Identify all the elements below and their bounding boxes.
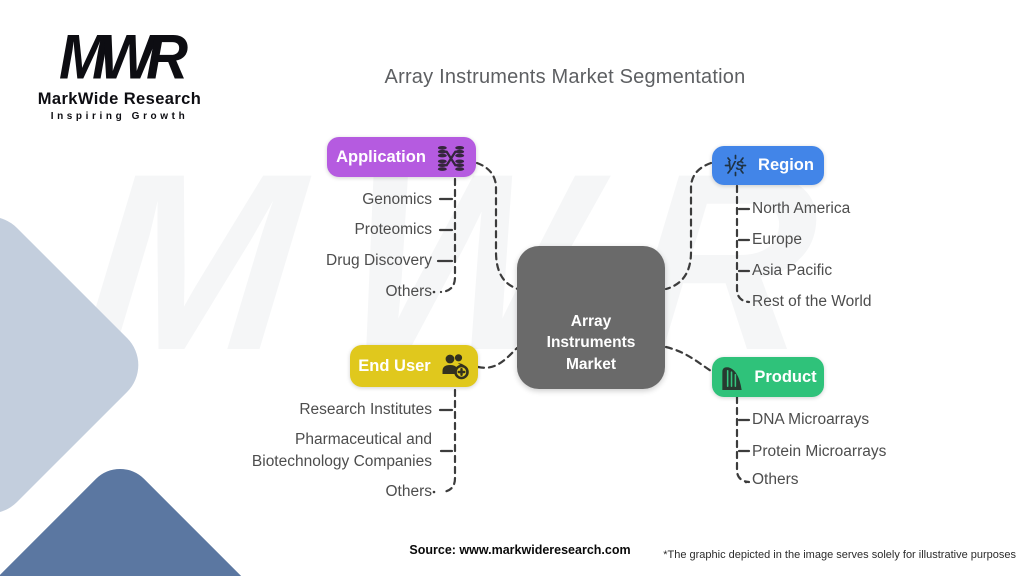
list-item: Drug Discovery — [326, 252, 432, 269]
central-market-label: Array Instruments Market — [546, 312, 636, 373]
brand-logo: MWR MarkWide Research Inspiring Growth — [32, 22, 207, 122]
segment-node-product: Product — [712, 357, 824, 397]
add-user-icon — [440, 352, 470, 380]
list-item: Proteomics — [354, 221, 432, 238]
list-item: Others — [752, 471, 799, 488]
source-text: Source: www.markwideresearch.com — [409, 543, 631, 557]
list-item: Others — [385, 283, 432, 300]
central-market-node: Array Instruments Market — [517, 246, 665, 389]
brand-monogram: MWR — [59, 22, 188, 93]
segment-node-region: VS Region — [712, 146, 824, 185]
disclaimer-text: *The graphic depicted in the image serve… — [663, 549, 1016, 561]
segment-node-application: Application — [327, 137, 476, 177]
segment-label-application: Application — [336, 147, 426, 166]
svg-text:VS: VS — [727, 159, 744, 173]
segment-label-end-user: End User — [358, 356, 431, 375]
data-exchange-icon — [435, 144, 467, 171]
list-item: North America — [752, 200, 851, 217]
list-item: Rest of the World — [752, 293, 872, 310]
brand-name: MarkWide Research — [37, 90, 202, 108]
list-item: Europe — [752, 231, 802, 248]
list-item: Others — [385, 483, 432, 500]
segment-node-end-user: End User — [350, 345, 478, 387]
segment-label-region: Region — [758, 156, 814, 174]
page-title: Array Instruments Market Segmentation — [384, 66, 746, 88]
list-item: Research Institutes — [299, 401, 432, 418]
list-item: Genomics — [362, 191, 432, 208]
list-item: Asia Pacific — [752, 262, 833, 279]
brand-tagline: Inspiring Growth — [50, 111, 189, 122]
list-item: Protein Microarrays — [752, 443, 887, 460]
harp-icon — [719, 364, 745, 391]
versus-icon: VS — [722, 152, 749, 179]
list-item: Pharmaceutical and Biotechnology Compani… — [251, 431, 432, 470]
segment-label-product: Product — [754, 367, 817, 386]
list-item: DNA Microarrays — [752, 411, 870, 428]
